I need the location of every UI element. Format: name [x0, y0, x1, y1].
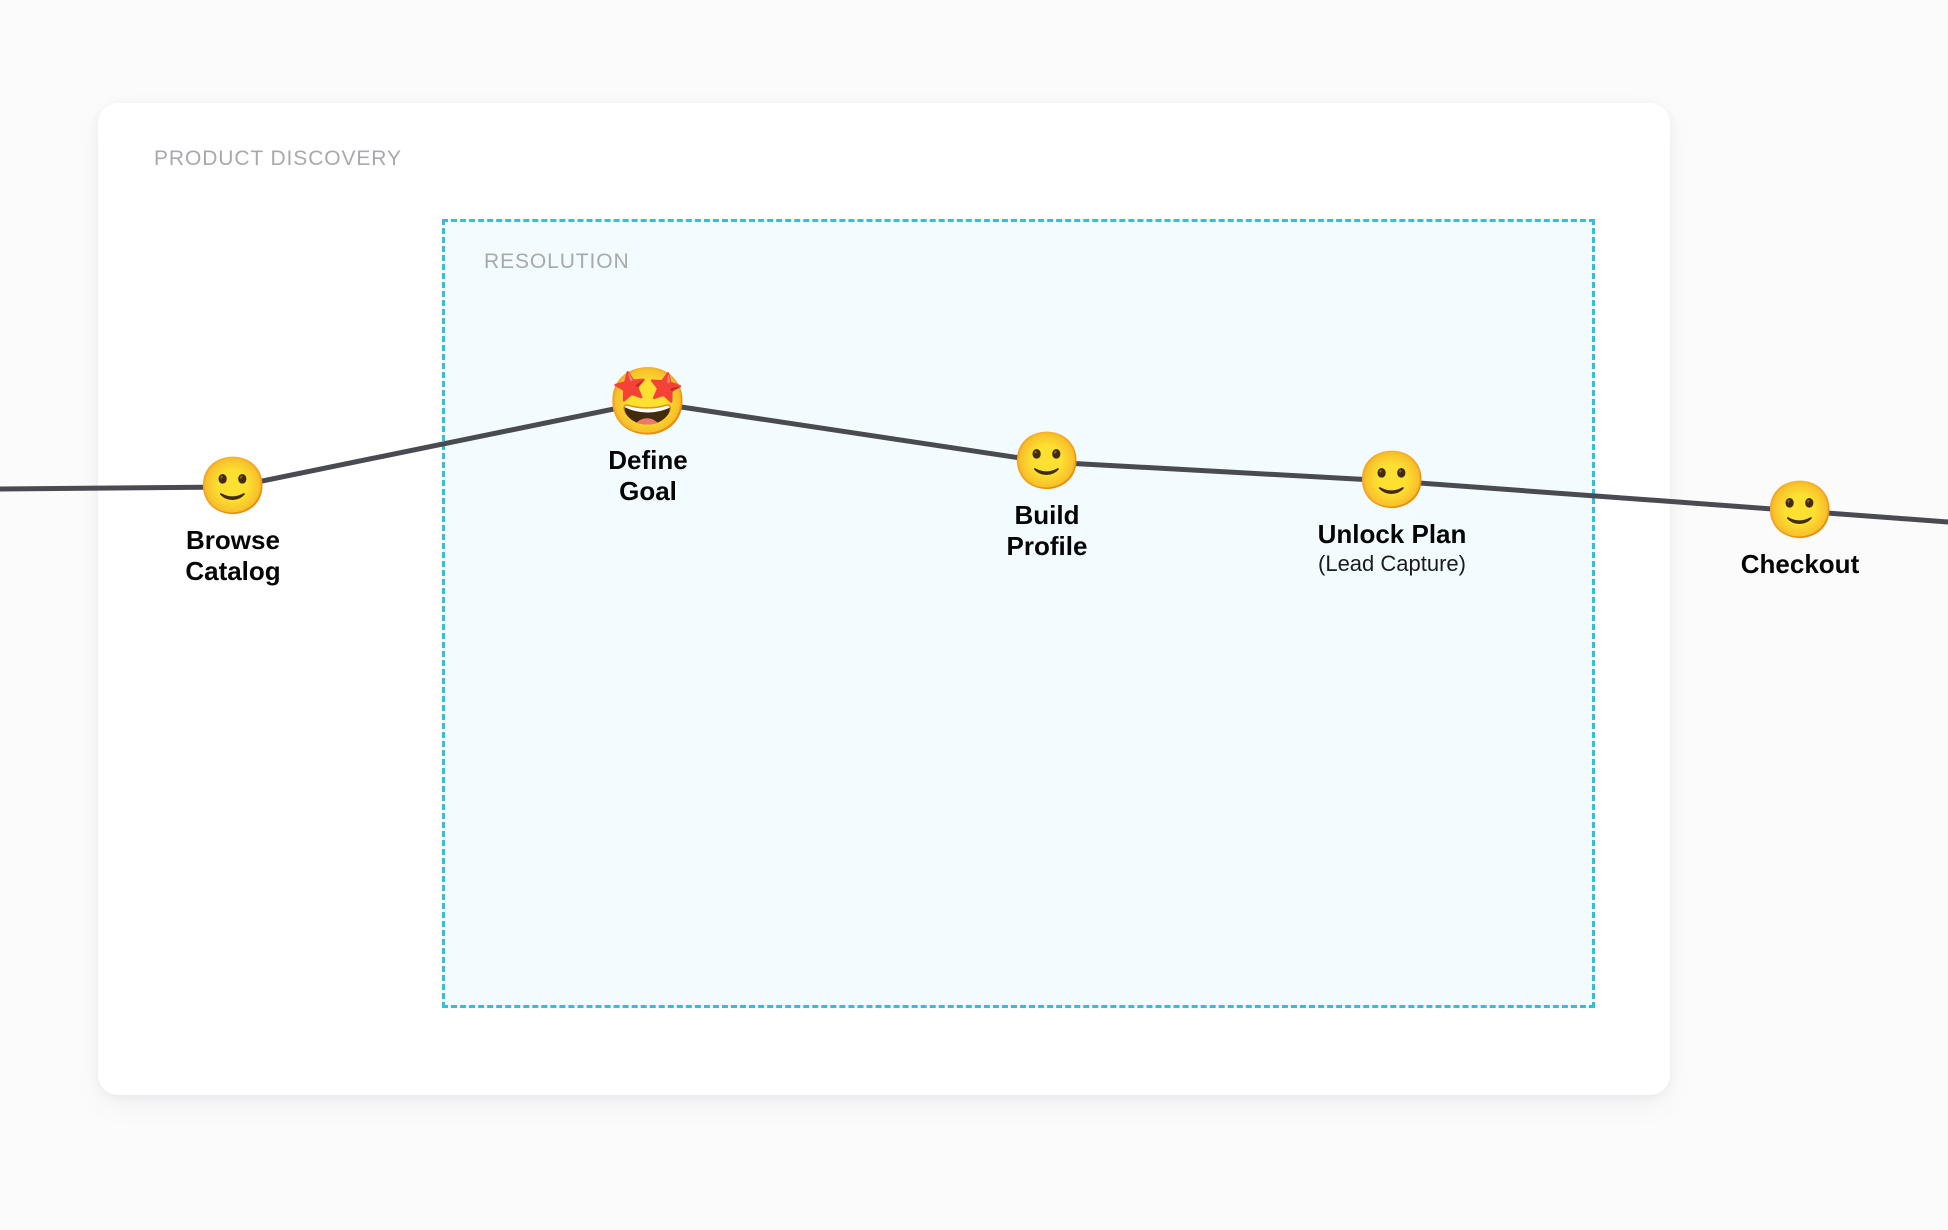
journey-node-label-line1: Define	[608, 445, 688, 475]
star-struck-face-icon: 🤩	[606, 363, 690, 440]
journey-node-label-line2: Catalog	[185, 555, 281, 586]
phase-label-product-discovery: PRODUCT DISCOVERY	[154, 147, 402, 170]
journey-node-label-line1: Unlock Plan	[1317, 519, 1467, 549]
journey-node-label-line1: Build	[1014, 500, 1080, 530]
slightly-smiling-face-icon: 🙂	[1765, 478, 1835, 543]
slightly-smiling-face-icon: 🙂	[198, 454, 268, 519]
phase-label-resolution: RESOLUTION	[484, 250, 630, 273]
journey-node-label: Unlock Plan	[1318, 519, 1467, 550]
journey-node-checkout[interactable]: 🙂Checkout	[1741, 483, 1859, 580]
journey-node-sublabel: (Lead Capture)	[1318, 550, 1466, 576]
journey-node-label-line1: Checkout	[1740, 549, 1860, 579]
journey-node-label-line1: Browse	[186, 525, 280, 555]
slightly-smiling-face-icon: 🙂	[1357, 448, 1427, 513]
slightly-smiling-face-icon: 🙂	[1012, 429, 1082, 494]
journey-node-unlock-plan[interactable]: 🙂Unlock Plan(Lead Capture)	[1318, 453, 1467, 577]
journey-node-label-line2: Profile	[1006, 530, 1088, 561]
resolution-region	[442, 219, 1595, 1008]
journey-node-label: Checkout	[1741, 549, 1859, 580]
journey-node-label-line2: Goal	[619, 475, 677, 506]
